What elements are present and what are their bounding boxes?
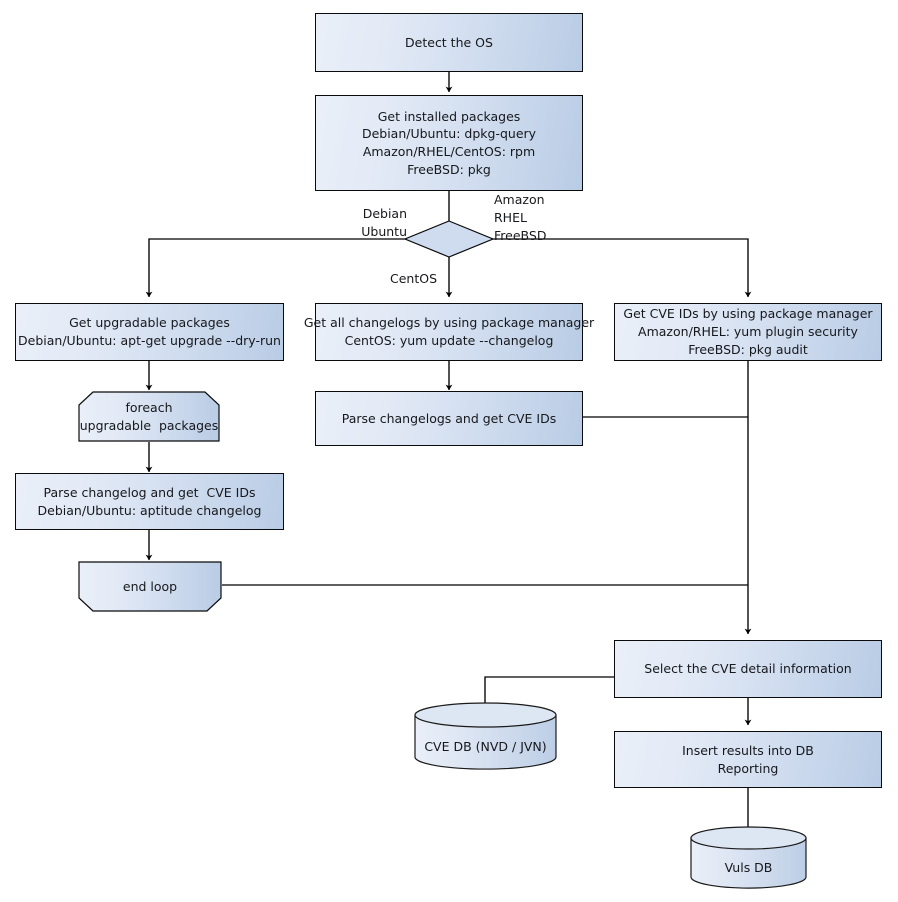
node-get-upgradable-packages[interactable]: Get upgradable packages Debian/Ubuntu: a… — [15, 303, 284, 361]
node-vuls-database-label: Vuls DB — [724, 860, 773, 875]
node-insert-results[interactable]: Insert results into DB Reporting — [614, 731, 882, 788]
node-detect-os[interactable]: Detect the OS — [315, 13, 583, 72]
node-parse-changelogs-multi-label: Parse changelogs and get CVE IDs — [341, 410, 557, 426]
node-get-cve-ids-label: Get CVE IDs by using package manager Ama… — [623, 306, 873, 357]
loop-end-shape — [78, 561, 222, 612]
node-insert-results-label: Insert results into DB Reporting — [682, 742, 814, 776]
node-get-installed-packages-label: Get installed packages Debian/Ubuntu: dp… — [361, 108, 537, 177]
node-get-all-changelogs-label: Get all changelogs by using package mana… — [303, 315, 595, 348]
cve-database-cylinder-body — [414, 714, 557, 770]
node-get-all-changelogs[interactable]: Get all changelogs by using package mana… — [304, 303, 594, 361]
node-select-cve-detail-label: Select the CVE detail information — [644, 661, 852, 677]
edge-label-amazon-rhel-freebsd: Amazon RHEL FreeBSD — [494, 192, 547, 243]
edge-label-debian-ubuntu: Debian Ubuntu — [361, 206, 407, 239]
edge-branch-amazon — [479, 238, 752, 298]
node-os-decision[interactable] — [404, 220, 494, 258]
decision-diamond-shape — [404, 220, 494, 258]
node-foreach-loop-start-label: foreach upgradable packages — [79, 399, 219, 433]
node-parse-changelog-single-label: Parse changelog and get CVE IDs Debian/U… — [37, 484, 262, 518]
edge-label-centos: CentOS — [389, 271, 437, 286]
node-end-loop[interactable]: end loop — [78, 561, 222, 612]
node-detect-os-label: Detect the OS — [405, 34, 493, 50]
node-parse-changelog-single[interactable]: Parse changelog and get CVE IDs Debian/U… — [15, 473, 284, 530]
node-get-installed-packages[interactable]: Get installed packages Debian/Ubuntu: dp… — [315, 95, 583, 191]
node-cve-database[interactable]: CVE DB (NVD / JVN) — [414, 702, 557, 770]
node-vuls-database[interactable]: Vuls DB — [690, 826, 807, 889]
loop-start-shape — [78, 391, 220, 442]
node-foreach-loop-start[interactable]: foreach upgradable packages — [78, 391, 220, 442]
node-select-cve-detail[interactable]: Select the CVE detail information — [614, 640, 882, 698]
vuls-database-cylinder-body — [690, 837, 807, 889]
edge-branch-debian — [145, 238, 419, 298]
node-cve-database-label: CVE DB (NVD / JVN) — [424, 738, 547, 754]
edge-cvedb-to-select — [484, 676, 614, 703]
node-get-cve-ids[interactable]: Get CVE IDs by using package manager Ama… — [614, 303, 882, 361]
node-parse-changelogs-multi[interactable]: Parse changelogs and get CVE IDs — [315, 391, 583, 446]
node-get-upgradable-packages-label: Get upgradable packages Debian/Ubuntu: a… — [18, 315, 281, 348]
node-end-loop-label: end loop — [122, 578, 178, 594]
cve-database-cylinder-top — [414, 702, 557, 728]
